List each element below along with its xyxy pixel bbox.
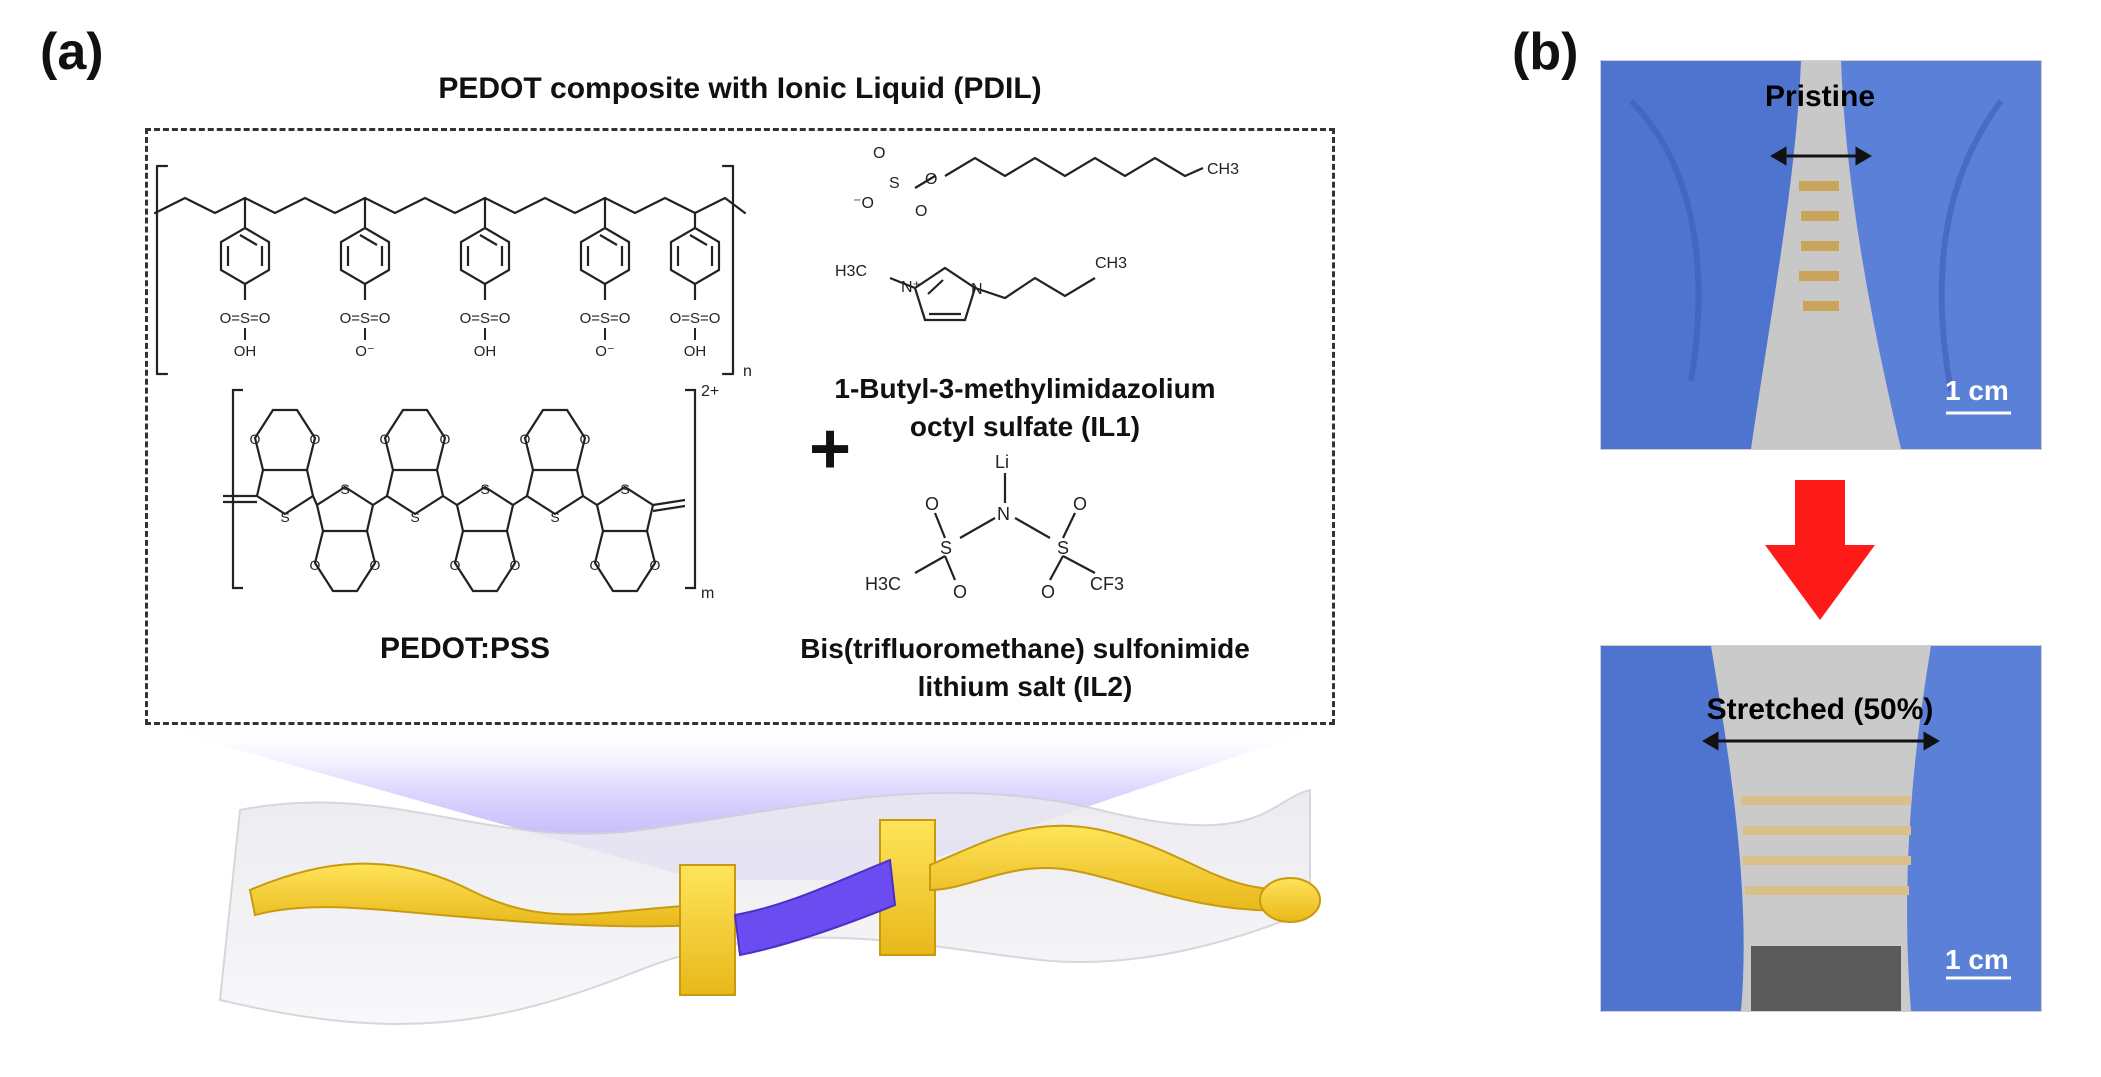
svg-text:O: O (590, 557, 601, 573)
stretched-photo (1600, 645, 2042, 1012)
svg-text:S: S (889, 175, 900, 192)
pristine-photo-art (1601, 61, 2041, 449)
bottom-scale-bar-label: 1 cm (1945, 944, 2009, 975)
il2-caption-line1: Bis(trifluoromethane) sulfonimide (800, 633, 1250, 664)
svg-text:N: N (971, 281, 983, 298)
svg-text:N⁺: N⁺ (901, 279, 921, 296)
sulfonate-groups: O=S=O O=S=O O=S=O O=S=O O=S=O (220, 310, 721, 327)
svg-text:S: S (340, 481, 349, 497)
il2-structure (914, 473, 1096, 581)
svg-text:O: O (370, 557, 381, 573)
sulfonate-bonds (244, 328, 696, 340)
svg-text:O=S=O: O=S=O (670, 310, 721, 327)
svg-text:O: O (915, 203, 927, 220)
right-electrode-tip (1259, 877, 1321, 923)
light-beam (150, 725, 1330, 880)
svg-text:O=S=O: O=S=O (580, 310, 631, 327)
svg-text:S: S (940, 538, 952, 558)
red-down-arrow (1765, 480, 1875, 620)
pristine-electrodes (1799, 181, 1839, 311)
svg-text:O: O (650, 557, 661, 573)
il1-h3c: H3C (835, 263, 867, 280)
svg-text:N: N (997, 504, 1010, 524)
plus-sign: + (809, 409, 851, 489)
svg-text:S: S (280, 509, 289, 525)
stretched-label: Stretched (50%) (1706, 693, 1934, 726)
pdil-channel (733, 858, 897, 957)
pedot-units (223, 408, 686, 593)
svg-text:O=S=O: O=S=O (460, 310, 511, 327)
pss-units (219, 226, 721, 300)
oh-label-3: OH (684, 343, 707, 360)
svg-text:O: O (510, 557, 521, 573)
svg-text:⁻O: ⁻O (853, 195, 874, 212)
svg-text:O: O (450, 557, 461, 573)
svg-text:O: O (925, 494, 939, 514)
svg-text:O=S=O: O=S=O (220, 310, 271, 327)
pedot-pss-caption: PEDOT:PSS (380, 632, 550, 665)
pdil-dashed-box (145, 128, 1335, 725)
svg-text:O: O (520, 431, 531, 447)
svg-text:S: S (410, 509, 419, 525)
top-scale-bar-label: 1 cm (1945, 375, 2009, 406)
il1-caption-line1: 1-Butyl-3-methylimidazolium (834, 373, 1215, 404)
svg-text:O: O (1073, 494, 1087, 514)
svg-text:S: S (620, 481, 629, 497)
o-anion-label-2: O⁻ (595, 343, 615, 360)
svg-text:O: O (925, 171, 937, 188)
il1-cation (889, 266, 1096, 322)
device-illustration (218, 788, 1321, 1025)
pristine-label: Pristine (1764, 80, 1876, 113)
svg-text:O=S=O: O=S=O (340, 310, 391, 327)
pristine-photo (1600, 60, 2042, 450)
svg-text:O: O (580, 431, 591, 447)
il2-cf3: CF3 (1090, 574, 1124, 594)
pedot-subscript-m: m (701, 585, 714, 602)
svg-text:O: O (310, 431, 321, 447)
svg-text:O: O (380, 431, 391, 447)
svg-text:O: O (873, 145, 885, 162)
il1-ch3-top: CH3 (1207, 161, 1239, 178)
pss-subscript-n: n (743, 363, 752, 380)
il1-caption-line2: octyl sulfate (IL1) (910, 411, 1140, 442)
il2-li: Li (995, 452, 1009, 472)
chemical-structures: O=S=O O=S=O O=S=O O=S=O O=S=O OH O⁻ OH O… (153, 145, 1250, 702)
svg-text:O: O (250, 431, 261, 447)
o-anion-label-1: O⁻ (355, 343, 375, 360)
il2-h3c: H3C (865, 574, 901, 594)
svg-text:S: S (550, 509, 559, 525)
panel-a-title: PEDOT composite with Ionic Liquid (PDIL) (438, 72, 1042, 105)
stretched-electrodes (1741, 796, 1911, 895)
svg-text:O: O (310, 557, 321, 573)
svg-text:O: O (1041, 582, 1055, 602)
left-electrode-pad (679, 864, 736, 996)
svg-text:S: S (1057, 538, 1069, 558)
stretched-photo-art (1601, 646, 2041, 1011)
il1-anion (914, 156, 1204, 189)
il2-caption-line2: lithium salt (IL2) (918, 671, 1133, 702)
svg-text:S: S (480, 481, 489, 497)
oh-label-1: OH (234, 343, 257, 360)
panel-b-label: (b) (1512, 23, 1579, 81)
svg-text:O: O (440, 431, 451, 447)
oh-label-2: OH (474, 343, 497, 360)
svg-text:O: O (953, 582, 967, 602)
il1-ch3-butyl: CH3 (1095, 255, 1127, 272)
pedot-superscript: 2+ (701, 383, 719, 400)
panel-a-label: (a) (40, 23, 104, 81)
